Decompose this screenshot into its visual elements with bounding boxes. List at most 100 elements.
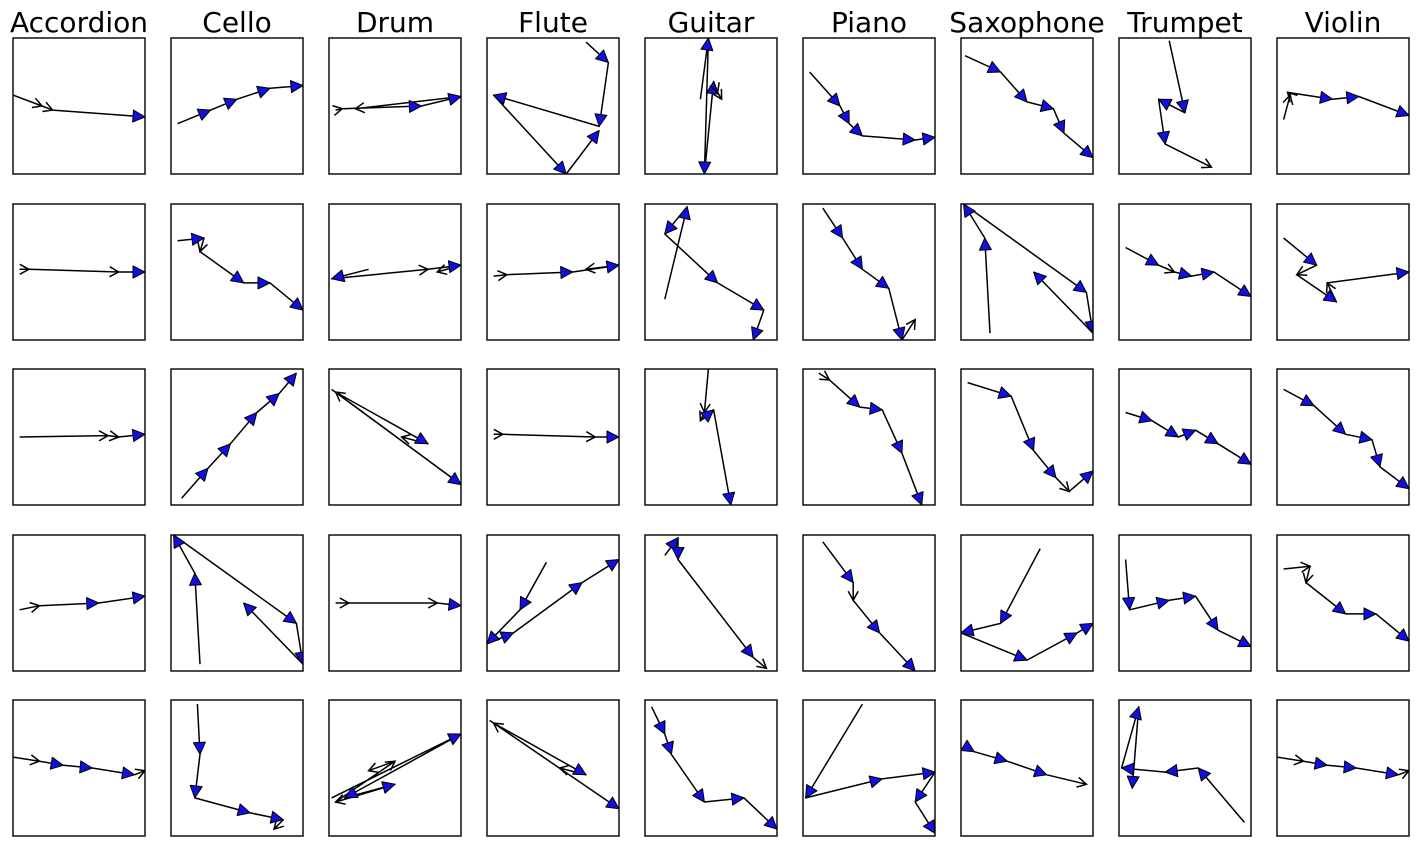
panel-saxophone-row-3-arrow-3 (1043, 464, 1057, 479)
panel-cello-row-3-path (181, 372, 297, 499)
panel-guitar-row-5 (644, 699, 778, 837)
panel-drum-row-1-frame (328, 37, 462, 175)
panel-guitar-row-1-open-arrow-4 (709, 82, 720, 94)
panel-cello-row-4-frame (170, 534, 304, 672)
panel-piano-row-2 (802, 203, 936, 341)
panel-piano-row-1-arrow-3 (849, 122, 863, 137)
panel-violin-row-2-open-arrow-2 (1295, 265, 1308, 277)
panel-piano-row-1 (802, 37, 936, 175)
panel-saxophone-row-4-frame (960, 534, 1094, 672)
panel-saxophone-row-3-arrow-5 (1079, 470, 1093, 484)
panel-drum-row-5-open-arrow-5 (384, 760, 397, 771)
panel-drum-row-3-arrow-3 (414, 432, 429, 445)
panel-piano-row-5-arrow-4 (914, 788, 928, 803)
panel-piano-row-3-open-arrow-1 (819, 370, 831, 381)
panel-trumpet-row-2-frame (1118, 203, 1252, 341)
panel-cello-row-1-arrow-4 (290, 80, 303, 94)
panel-cello-row-3-arrow-5 (283, 372, 297, 387)
panel-cello-row-4-arrow-1 (189, 572, 202, 586)
panel-drum-row-4-arrow-3 (447, 597, 461, 611)
panel-trumpet-row-2-arrow-1 (1144, 253, 1160, 266)
panel-trumpet-row-4 (1118, 534, 1252, 672)
panel-flute-row-2-path (493, 264, 619, 277)
panel-violin-row-2-arrow-5 (1395, 267, 1409, 280)
panel-piano-row-1-path (809, 71, 935, 141)
panel-trumpet-row-4-path (1124, 559, 1251, 648)
panel-guitar-row-3 (644, 368, 778, 506)
panel-flute-row-1-frame (486, 37, 620, 175)
panel-saxophone-row-4-arrow-1 (1000, 609, 1012, 624)
panel-flute-row-5-path (489, 719, 619, 810)
panel-drum-row-5-arrow-2 (344, 786, 359, 799)
panel-guitar-row-2 (644, 203, 778, 341)
panel-violin-row-5 (1276, 699, 1410, 837)
panel-drum-row-2-arrow-3 (447, 260, 461, 274)
panel-saxophone-row-2-arrow-1 (978, 237, 992, 251)
panel-saxophone-row-1-arrow-2 (1014, 88, 1028, 103)
column-title-piano: Piano (831, 6, 907, 39)
panel-accordion-row-5-arrow-4 (121, 766, 135, 780)
panel-guitar-row-2-path (664, 205, 765, 340)
panel-drum-row-2 (328, 203, 462, 341)
panel-piano-row-1-arrow-5 (921, 132, 935, 146)
panel-trumpet-row-3-frame (1118, 368, 1252, 506)
panel-cello-row-3-arrow-3 (244, 412, 258, 427)
panel-piano-row-4-arrow-3 (866, 619, 881, 634)
panel-guitar-row-5-frame (644, 699, 778, 837)
panel-trumpet-row-1-open-arrow-4 (1201, 158, 1213, 169)
panel-cello-row-2-path (177, 237, 303, 311)
panel-accordion-row-2 (12, 203, 146, 341)
panel-trumpet-row-4-arrow-2 (1155, 596, 1170, 610)
panel-violin-row-1-arrow-4 (1345, 91, 1360, 105)
panel-cello-row-5 (170, 699, 304, 837)
panel-guitar-row-1 (644, 37, 778, 175)
column-title-accordion: Accordion (10, 6, 148, 39)
panel-cello-row-1-path (177, 84, 303, 125)
panel-flute-row-1-path (492, 41, 610, 174)
panel-piano-row-3-frame (802, 368, 936, 506)
panel-drum-row-2-open-arrow-2 (418, 264, 430, 276)
panel-accordion-row-3 (12, 368, 146, 506)
panel-drum-row-3-open-arrow-2 (334, 391, 346, 402)
panel-flute-row-3-open-arrow-1 (493, 428, 505, 440)
panel-drum-row-2-frame (328, 203, 462, 341)
panel-accordion-row-4-arrow-2 (86, 597, 100, 610)
panel-accordion-row-4-open-arrow-1 (29, 601, 41, 613)
panel-piano-row-4-arrow-1 (840, 568, 854, 584)
panel-saxophone-row-4-arrow-2 (961, 623, 975, 637)
panel-cello-row-1-arrow-2 (223, 97, 238, 110)
panel-cello-row-4-arrow-3 (282, 611, 297, 624)
panel-drum-row-3 (328, 368, 462, 506)
panel-accordion-row-2-arrow-3 (132, 265, 145, 279)
panel-trumpet-row-1 (1118, 37, 1252, 175)
panel-violin-row-3 (1276, 368, 1410, 506)
panel-flute-row-4-arrow-4 (568, 582, 583, 595)
panel-guitar-row-3-path (699, 369, 732, 505)
panel-guitar-row-2-arrow-5 (751, 326, 764, 340)
panel-violin-row-5-open-arrow-5 (1398, 768, 1409, 780)
panel-drum-row-3-frame (328, 368, 462, 506)
panel-trumpet-row-1-frame (1118, 37, 1252, 175)
panel-flute-row-5-arrow-3 (572, 763, 587, 776)
panel-drum-row-4-path (335, 602, 461, 607)
panel-flute-row-3-frame (486, 368, 620, 506)
panel-saxophone-row-2-arrow-4 (1084, 320, 1093, 334)
panel-trumpet-row-4-arrow-5 (1237, 635, 1251, 648)
panel-saxophone-row-5-arrow-1 (961, 739, 975, 753)
panel-guitar-row-5-arrow-2 (661, 740, 674, 755)
panel-guitar-row-4-open-arrow-4 (756, 658, 768, 670)
panel-guitar-row-1-arrow-2 (698, 161, 712, 174)
panel-cello-row-2-arrow-4 (257, 276, 271, 290)
panel-guitar-row-4-frame (644, 534, 778, 672)
panel-guitar-row-2-arrow-3 (704, 269, 719, 284)
panel-guitar-row-2-frame (644, 203, 778, 341)
panel-flute-row-4-arrow-5 (605, 559, 619, 572)
panel-piano-row-1-arrow-2 (837, 109, 850, 125)
panel-accordion-row-3-open-arrow-1 (98, 430, 110, 442)
panel-flute-row-4 (486, 534, 620, 672)
panel-violin-row-1-frame (1276, 37, 1410, 175)
panel-trumpet-row-3-arrow-3 (1181, 428, 1197, 441)
panel-piano-row-4-frame (802, 534, 936, 672)
panel-trumpet-row-2-open-arrow-2 (1164, 263, 1176, 274)
panel-cello-row-2 (170, 203, 304, 341)
